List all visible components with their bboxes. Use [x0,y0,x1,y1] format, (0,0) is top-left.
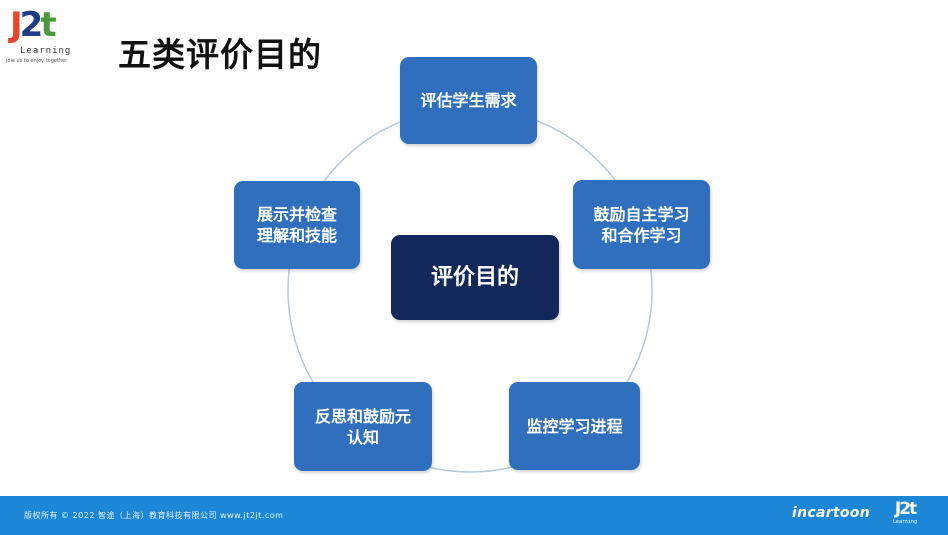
footer-copyright: 版权所有 © 2022 智途（上海）教育科技有限公司 www.jt2jt.com [24,511,284,520]
node-demonstrate-skills: 展示并检查 理解和技能 [234,181,360,269]
footer-logo-mark: J2t [894,499,917,519]
node-assess-needs: 评估学生需求 [400,57,537,144]
logo-mark: J2t [10,5,57,45]
j2t-logo: J2t Learning joie us to enjoy together [6,6,86,68]
logo-tagline: joie us to enjoy together [6,58,68,64]
logo-word: Learning [20,46,72,56]
node-monitor-progress: 监控学习进程 [509,382,640,470]
logo-mark-t: t [40,5,56,45]
page-title: 五类评价目的 [118,35,322,74]
footer-brand: incartoon [792,505,871,521]
footer-bar: 版权所有 © 2022 智途（上海）教育科技有限公司 www.jt2jt.com… [0,496,948,535]
node-encourage-learning: 鼓励自主学习 和合作学习 [573,180,710,269]
logo-mark-2: 2 [19,5,44,45]
center-node: 评价目的 [391,235,559,320]
footer-logo-word: Learning [892,519,918,525]
footer-logo: J2t Learning [888,500,922,530]
node-metacognition: 反思和鼓励元 认知 [294,382,432,471]
logo-mark-j: J [10,5,23,45]
